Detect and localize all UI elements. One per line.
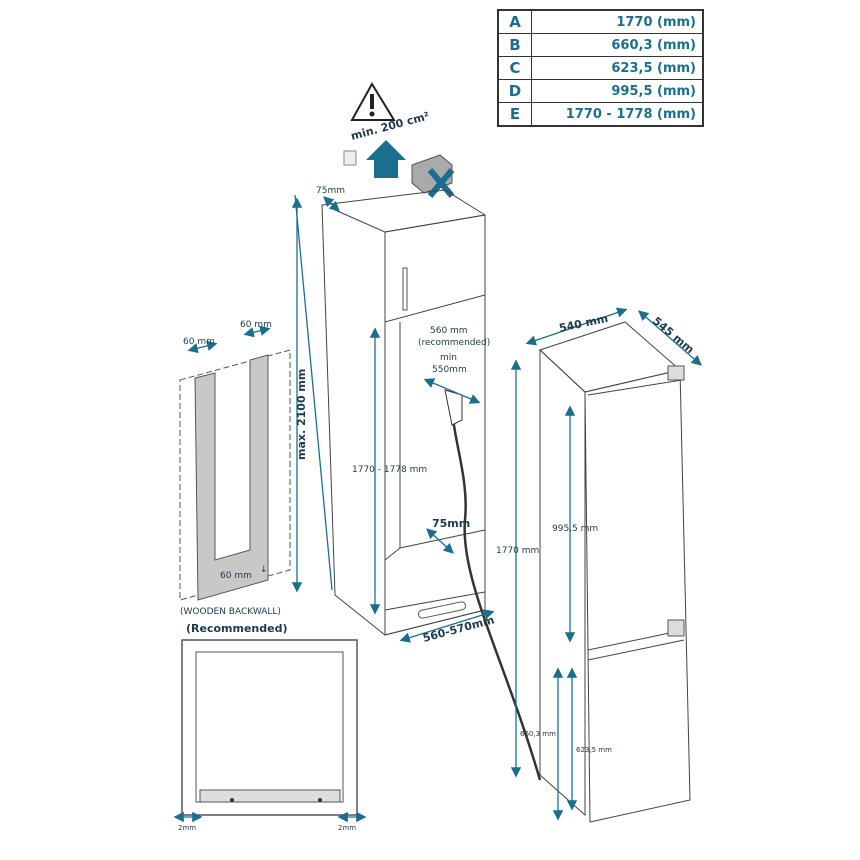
furniture-door-panel bbox=[384, 214, 486, 323]
row-value: 623,5 (mm) bbox=[531, 56, 704, 80]
cabinet-width-label: 560-570mm bbox=[421, 613, 495, 645]
lower-door-b-label: 660,3 mm bbox=[520, 730, 556, 738]
depth-recommended-note: (recommended) bbox=[418, 338, 490, 348]
door-handle bbox=[402, 267, 408, 311]
power-cable bbox=[451, 394, 542, 781]
wooden-backwall bbox=[179, 349, 291, 601]
slot-bottom-label: 60 mm bbox=[220, 571, 252, 581]
fridge bbox=[539, 321, 691, 823]
upper-door-label: 995,5 mm bbox=[552, 524, 598, 534]
fridge-height-label: 1770 mm bbox=[496, 546, 539, 556]
cabinet-bottom-view bbox=[181, 639, 358, 816]
depth-min-value: 550mm bbox=[432, 365, 467, 375]
max-height-label: max. 2100 mm bbox=[295, 369, 308, 460]
slot-left-label: 60 mm bbox=[183, 337, 215, 347]
backwall-note: (Recommended) bbox=[186, 622, 288, 635]
bottom-gap-label: 75mm bbox=[432, 517, 470, 530]
backwall-title: (WOODEN BACKWALL) bbox=[180, 607, 281, 617]
row-letter: C bbox=[497, 56, 532, 80]
power-plug-icon bbox=[444, 389, 463, 426]
gap-right-label: 2mm bbox=[338, 824, 356, 832]
warning-icon bbox=[350, 82, 396, 121]
gap-left-label: 2mm bbox=[178, 824, 196, 832]
airflow-arrow-icon bbox=[366, 140, 406, 178]
niche-height-label: 1770 - 1778 mm bbox=[352, 465, 427, 475]
vent-grille-icon bbox=[343, 150, 357, 166]
blocked-vent-icon bbox=[411, 154, 455, 198]
down-arrow-icon: ↓ bbox=[260, 565, 268, 575]
row-letter: D bbox=[497, 79, 532, 103]
row-value: 1770 - 1778 (mm) bbox=[531, 102, 704, 127]
row-value: 995,5 (mm) bbox=[531, 79, 704, 103]
lower-door-c-label: 623,5 mm bbox=[576, 746, 612, 754]
depth-min-label: min bbox=[440, 353, 457, 363]
top-gap-label: 75mm bbox=[316, 186, 345, 196]
row-value: 1770 (mm) bbox=[531, 9, 704, 34]
depth-recommended-label: 560 mm bbox=[430, 326, 468, 336]
fridge-width-label: 540 mm bbox=[558, 312, 609, 335]
slot-right-label: 60 mm bbox=[240, 320, 272, 330]
